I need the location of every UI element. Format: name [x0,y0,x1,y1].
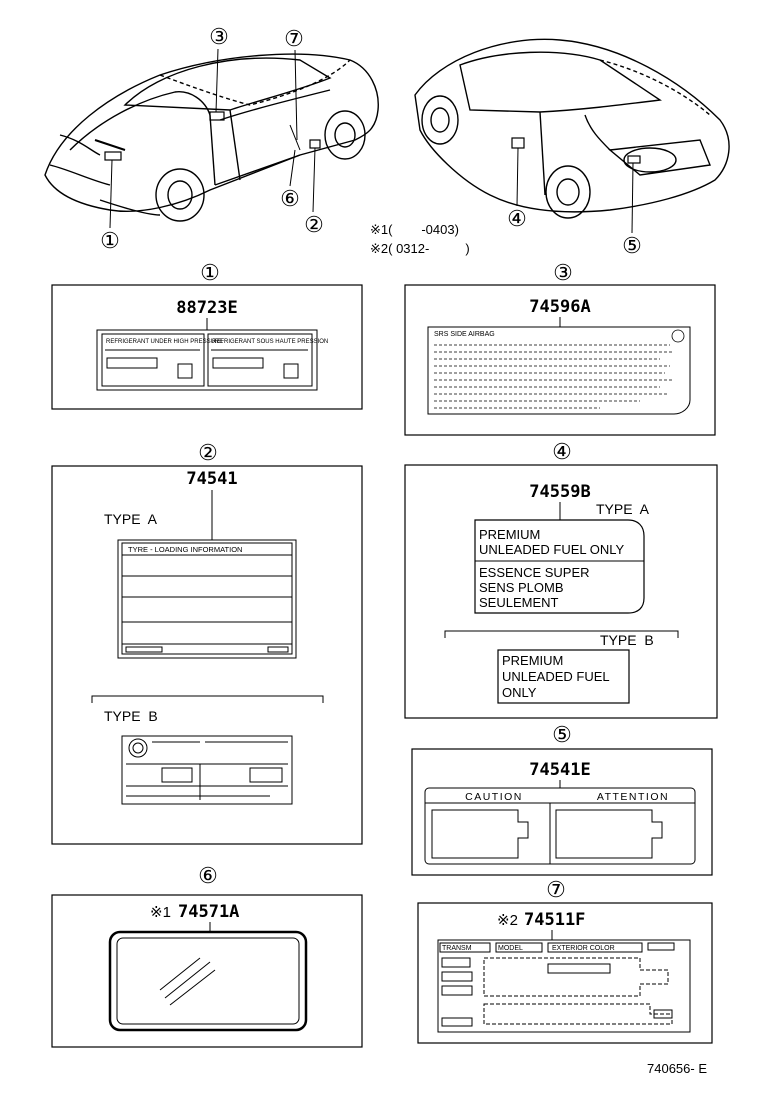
panel-3-text-lines [434,344,672,409]
panel-5-label-drawing [424,787,696,865]
panel-5-attention: ATTENTION [597,791,669,803]
callout-5-rear: ⑤ [622,233,642,258]
panel-3-callout: ③ [553,260,573,285]
panel-3-label-title: SRS SIDE AIRBAG [434,331,495,338]
panel-2-type-a-label [117,539,297,659]
panel-2-frame [51,465,363,845]
panel-5-callout: ⑤ [552,722,572,747]
panel-4-b-line-2: UNLEADED FUEL [502,669,610,684]
panel-2-type-a: TYPE A [104,511,158,527]
panel-2-type-a-label-title: TYRE - LOADING INFORMATION [128,545,242,554]
panel-4-frame [404,464,718,719]
panel-2-part-number: 74541 [186,469,237,489]
panel-4-type-b: TYPE B [600,632,654,648]
panel-7-header-2: MODEL [498,945,523,952]
panel-5-frame [411,748,713,876]
panel-1-part-number: 88723E [176,298,237,318]
callout-4-rear: ④ [507,206,527,231]
panel-4-type-a: TYPE A [596,501,650,517]
panel-1-label-drawing [96,329,318,391]
panel-1-callout: ① [200,260,220,285]
panel-7-frame [417,902,713,1044]
panel-6-callout: ⑥ [198,863,218,888]
panel-4-a-line-1: PREMIUM [479,527,540,542]
panel-1-label-left: REFRIGERANT UNDER HIGH PRESSURE [106,339,223,345]
callout-7-front: ⑦ [284,26,304,51]
panel-4-b-line-1: PREMIUM [502,653,563,668]
note-1: ※1( -0403) [370,222,459,237]
panel-4-type-a-label-outline [474,519,645,614]
rear-car-illustration [414,38,730,219]
panel-7-part-number: 74511F [524,910,585,930]
panel-7-callout: ⑦ [546,877,566,902]
panel-7-header-3: EXTERIOR COLOR [552,945,615,952]
panel-4-callout: ④ [552,439,572,464]
panel-4-b-line-3: ONLY [502,685,537,700]
panel-3-label-outline [427,326,691,415]
panel-3-part-number: 74596A [529,297,590,317]
panel-2-callout: ② [198,440,218,465]
note-2: ※2( 0312- ) [370,241,470,256]
callout-1-front: ① [100,228,120,253]
panel-2-type-b: TYPE B [104,708,158,724]
panel-2-type-b-label [121,735,293,805]
panel-4-a-line-2: UNLEADED FUEL ONLY [479,542,625,557]
front-leader-lines [109,48,316,229]
front-car-illustration [44,53,379,222]
panel-7-header-1: TRANSM [442,945,472,952]
panel-4-a-line-4: SENS PLOMB [479,580,564,595]
rear-leader-lines [516,147,634,234]
panel-4-type-b-label-outline [497,649,630,704]
panel-3-frame [404,284,716,436]
callout-6-front: ⑥ [280,186,300,211]
panel-7-label-drawing [437,939,691,1033]
panel-6-frame [51,894,363,1048]
callout-2-front: ② [304,212,324,237]
panel-7-mark: ※2 [497,912,518,929]
panel-3-mark-circle [671,329,685,343]
panel-5-part-number: 74541E [529,760,590,780]
panel-6-part-number: 74571A [178,902,239,922]
panel-1-frame [51,284,363,410]
panel-4-part-number: 74559B [529,482,590,502]
panel-6-glass-label [108,930,308,1032]
panel-6-mark: ※1 [150,904,171,921]
callout-3-front: ③ [209,24,229,49]
panel-5-caution: CAUTION [465,791,523,803]
panel-1-label-right: REFRIGERANT SOUS HAUTE PRESSION [212,339,328,345]
panel-4-a-line-5: SEULEMENT [479,595,559,610]
figure-id: 740656- E [647,1061,707,1076]
panel-4-a-line-3: ESSENCE SUPER [479,565,590,580]
